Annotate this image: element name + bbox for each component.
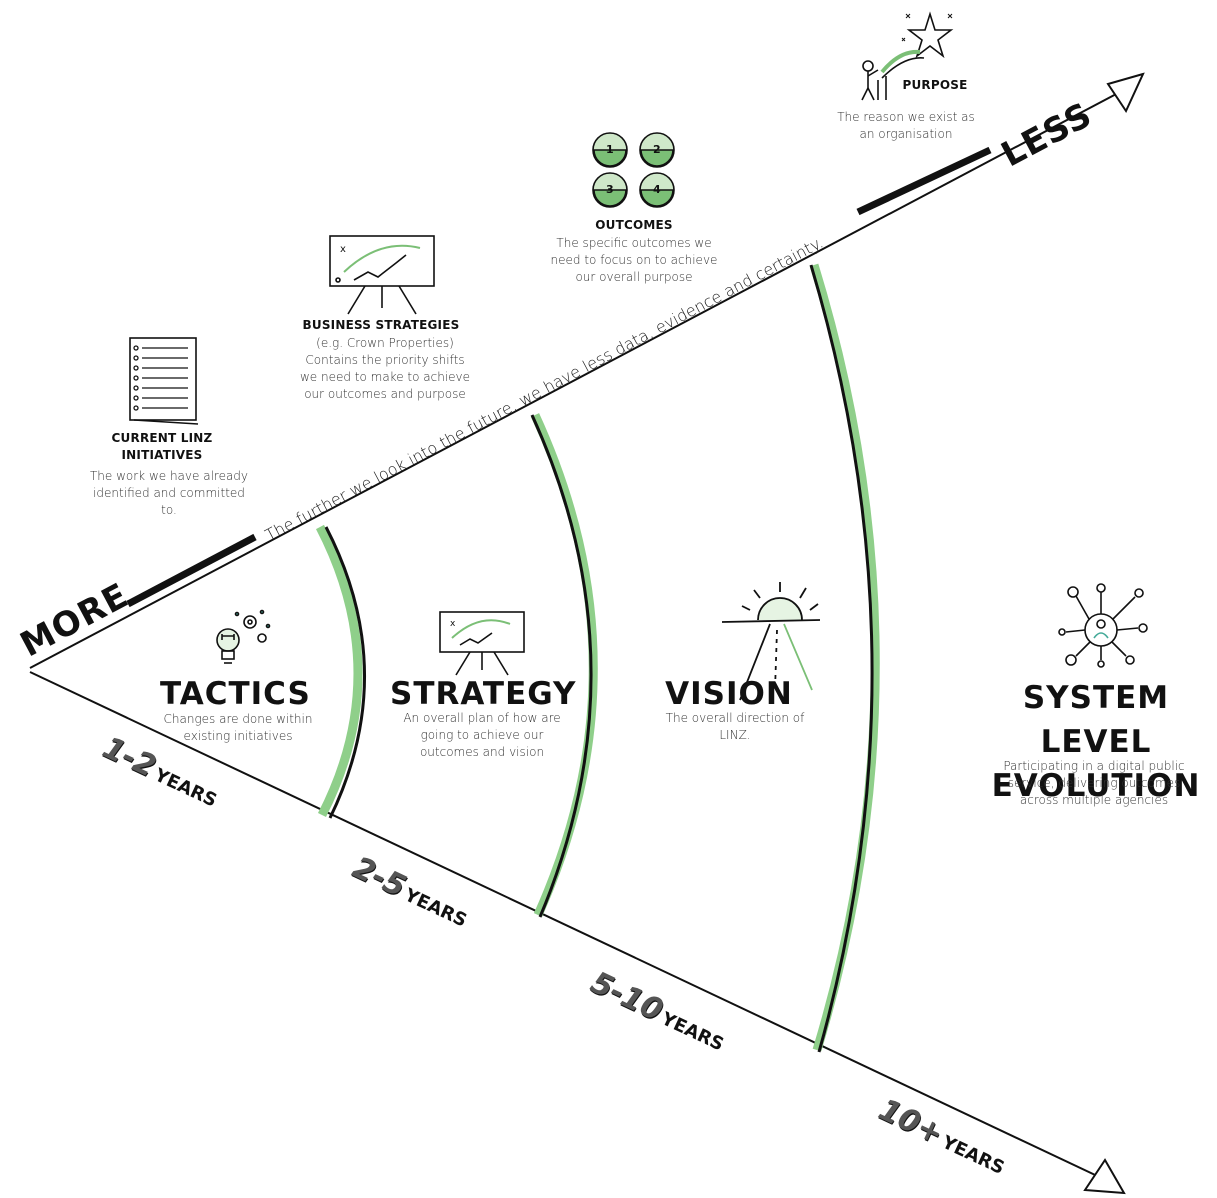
business-title: BUSINESS STRATEGIES	[302, 318, 460, 332]
sunrise-road-icon	[721, 582, 821, 701]
outcomes-title: OUTCOMES	[595, 218, 673, 232]
system-title: SYSTEM LEVEL EVOLUTION	[991, 680, 1201, 804]
vision-desc: The overall direction of LINZ.	[665, 711, 805, 742]
divider-green-3	[809, 263, 880, 1052]
lower-axis-line	[29, 671, 1111, 1183]
svg-text:4: 4	[653, 183, 661, 196]
svg-text:x: x	[340, 244, 346, 255]
divider-line-3	[809, 264, 874, 1053]
lightbulb-gear-icon	[216, 609, 271, 664]
vision-title: VISION	[665, 676, 793, 712]
upper-arrowhead-icon	[1106, 72, 1145, 114]
purpose-star-icon	[861, 11, 954, 101]
divider-green-2	[530, 413, 598, 917]
outcomes-badges: 1 2 3 4	[592, 132, 675, 208]
checklist-document-icon	[129, 337, 199, 425]
svg-text:2: 2	[653, 143, 661, 156]
business-easel-icon: x	[329, 235, 435, 315]
outcome-badge-3: 3	[592, 172, 628, 208]
business-desc: (e.g. Crown Properties) Contains the pri…	[299, 336, 471, 401]
outcome-badge-2: 2	[639, 132, 675, 168]
strategy-title: STRATEGY	[390, 676, 577, 712]
purpose-title: PURPOSE	[902, 78, 968, 92]
svg-text:3: 3	[606, 183, 614, 196]
strategy-easel-icon: x	[439, 611, 525, 676]
tactics-desc: Changes are done within existing initiat…	[163, 712, 313, 743]
outcome-badge-1: 1	[592, 132, 628, 168]
outcomes-desc: The specific outcomes we need to focus o…	[550, 236, 718, 284]
tactics-title: TACTICS	[160, 676, 311, 712]
divider-green-1	[316, 524, 363, 818]
initiatives-title: CURRENT LINZ INITIATIVES	[111, 431, 213, 462]
system-desc: Participating in a digital public servic…	[1003, 759, 1185, 807]
initiatives-desc: The work we have already identified and …	[89, 469, 249, 517]
divider-line-1	[324, 526, 366, 819]
divider-line-2	[530, 414, 593, 918]
strategy-desc: An overall plan of how are going to achi…	[403, 711, 561, 759]
svg-text:1: 1	[606, 143, 614, 156]
purpose-desc: The reason we exist as an organisation	[837, 110, 975, 141]
upper-axis-line	[29, 91, 1121, 669]
upper-axis-thick-right	[856, 146, 992, 216]
lower-arrowhead-icon	[1083, 1158, 1126, 1195]
upper-axis-thick-left	[126, 533, 257, 608]
outcome-badge-4: 4	[639, 172, 675, 208]
svg-text:x: x	[450, 619, 456, 629]
network-hub-icon	[1058, 583, 1148, 668]
